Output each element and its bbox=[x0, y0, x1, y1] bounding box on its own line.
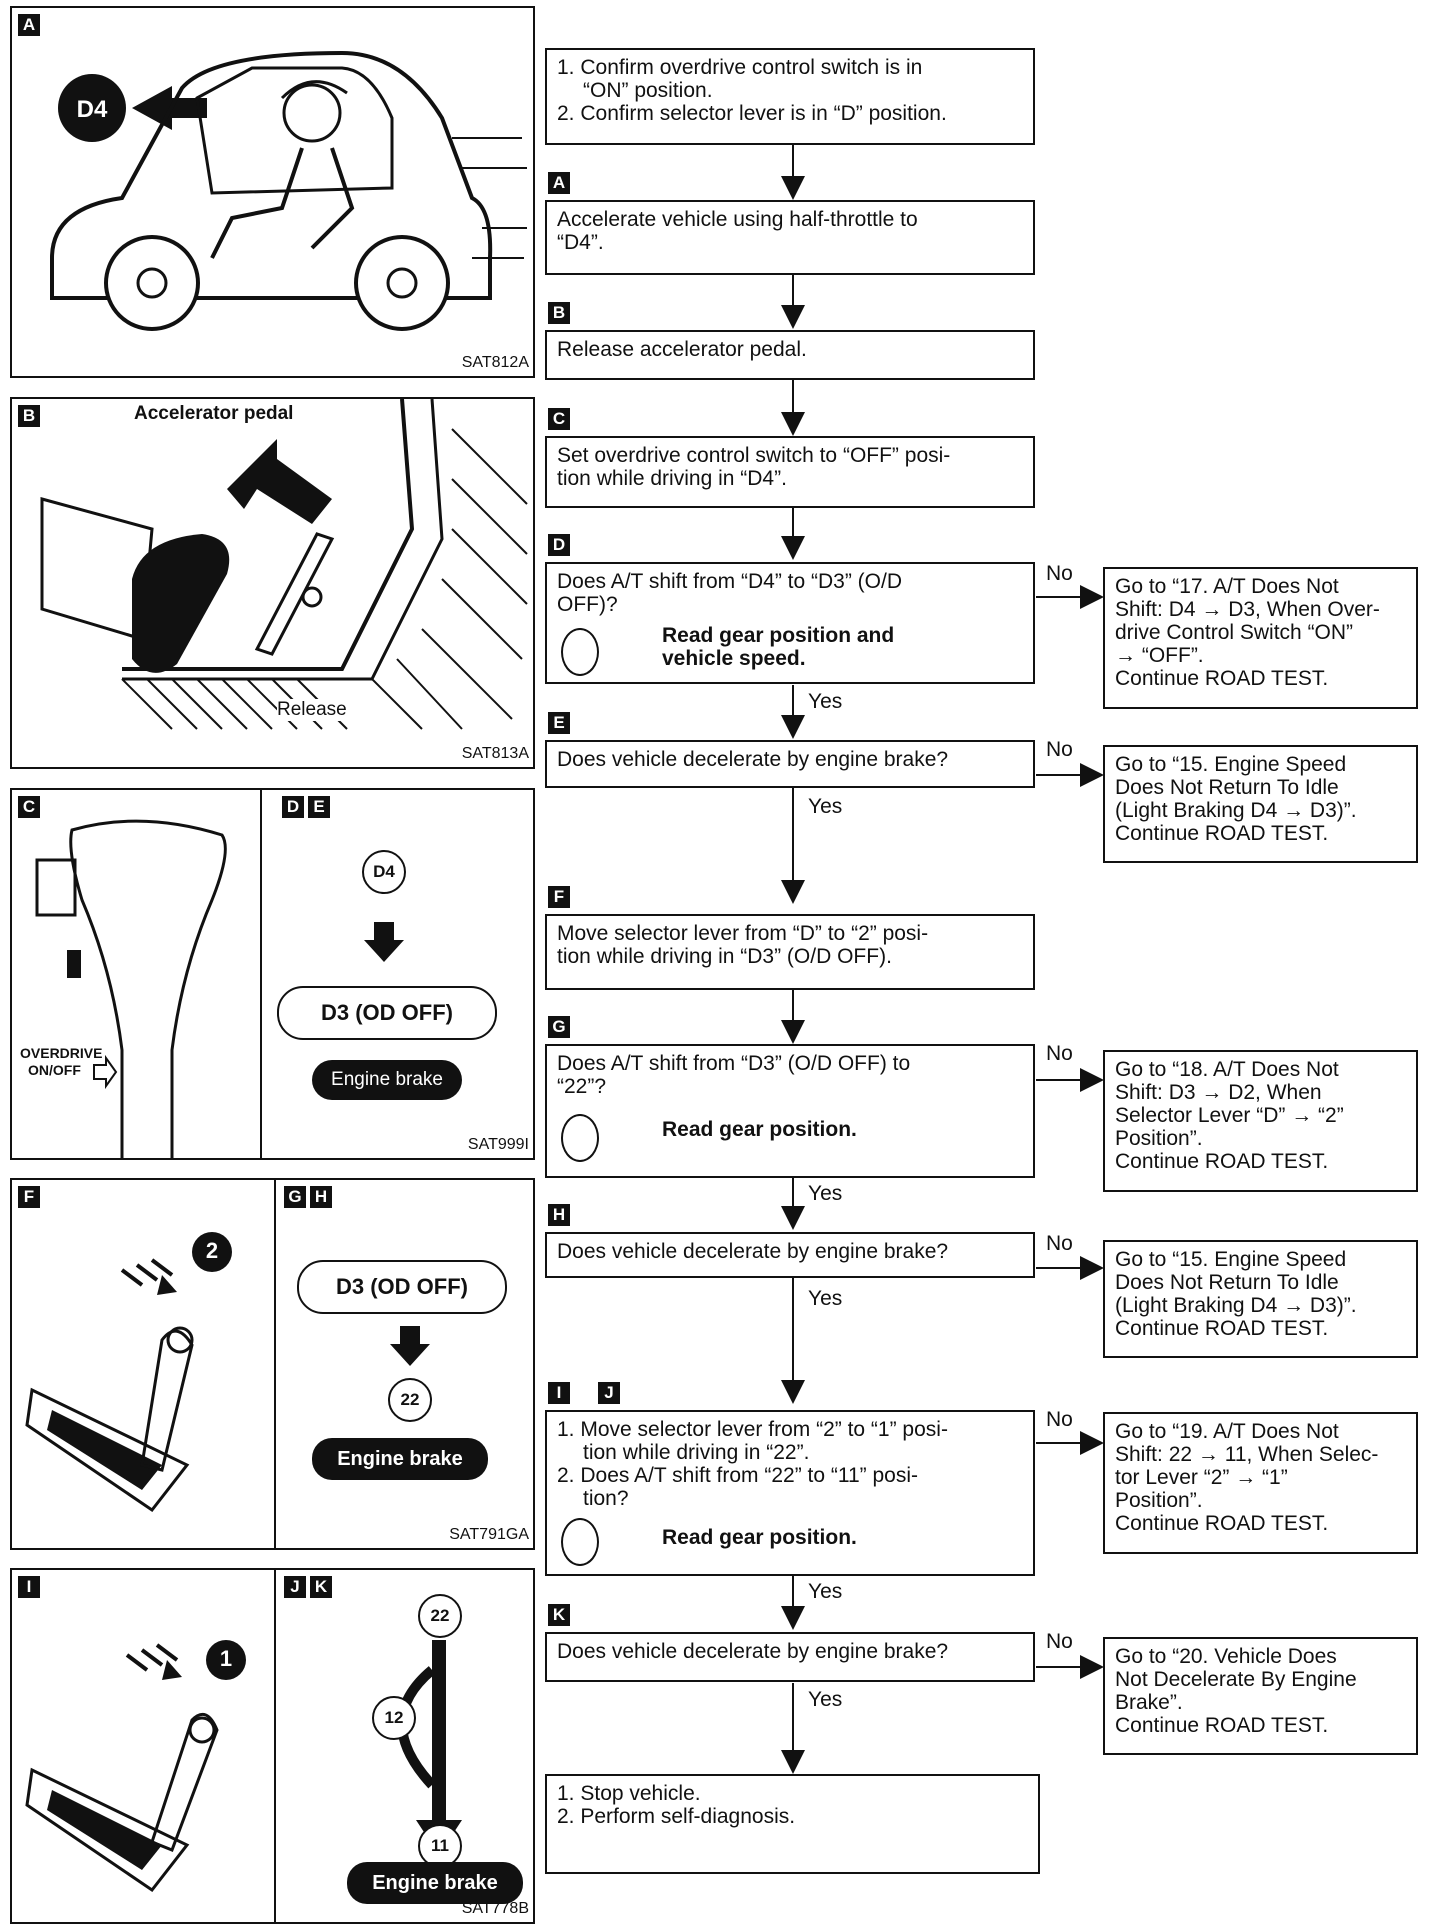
divider bbox=[274, 1570, 276, 1924]
figure-code: SAT778B bbox=[461, 1900, 529, 1917]
gear-12-circle: 12 bbox=[372, 1696, 416, 1740]
step-k-box: Does vehicle decelerate by engine brake? bbox=[545, 1632, 1035, 1682]
consult-icon bbox=[561, 628, 599, 676]
step-tag: G bbox=[548, 1016, 570, 1038]
engine-brake-badge: Engine brake bbox=[312, 1060, 462, 1100]
no-label: No bbox=[1046, 738, 1073, 761]
step-tag: B bbox=[548, 302, 570, 324]
figure-a-panel: A D4 SAT812A bbox=[10, 6, 535, 378]
figure-tag: B bbox=[18, 405, 40, 427]
car-driver-illustration bbox=[50, 50, 527, 331]
position-2-label: 2 bbox=[205, 1238, 219, 1263]
position-1-label: 1 bbox=[219, 1646, 233, 1671]
yes-label: Yes bbox=[808, 1287, 843, 1310]
gear-d4-label: D4 bbox=[76, 96, 108, 123]
pedal-illustration bbox=[40, 399, 528, 730]
gear-d3-od-off-pill: D3 (OD OFF) bbox=[277, 986, 497, 1040]
engine-brake-badge: Engine brake bbox=[312, 1438, 488, 1480]
release-label: Release bbox=[277, 699, 347, 721]
step-e-box: Does vehicle decelerate by engine brake? bbox=[545, 740, 1035, 788]
step-tag: D bbox=[548, 534, 570, 556]
gear-22-circle: 22 bbox=[388, 1378, 432, 1422]
divider bbox=[274, 1180, 276, 1550]
figure-b-panel: B Accelerator pedal Release SAT813A bbox=[10, 397, 535, 769]
no-label: No bbox=[1046, 1630, 1073, 1653]
step-h-box: Does vehicle decelerate by engine brake? bbox=[545, 1232, 1035, 1278]
down-arrow-icon bbox=[364, 922, 404, 962]
no-k-box: Go to “20. Vehicle Does Not Decelerate B… bbox=[1103, 1637, 1418, 1755]
engine-brake-badge: Engine brake bbox=[347, 1862, 523, 1904]
no-d-box: Go to “17. A/T Does Not Shift: D4 → D3, … bbox=[1103, 567, 1418, 709]
figure-tag: A bbox=[18, 14, 40, 36]
shifter-illustration bbox=[25, 1640, 246, 1893]
step-tag: J bbox=[598, 1382, 620, 1404]
accelerator-pedal-label: Accelerator pedal bbox=[134, 403, 294, 424]
end-box: 1. Stop vehicle. 2. Perform self-diagnos… bbox=[545, 1774, 1040, 1874]
step-tag: A bbox=[548, 172, 570, 194]
start-box: 1. Confirm overdrive control switch is i… bbox=[545, 48, 1035, 145]
selector-lever-illustration bbox=[35, 819, 227, 1160]
step-a-box: Accelerate vehicle using half-throttle t… bbox=[545, 200, 1035, 275]
overdrive-label: OVERDRIVE ON/OFF bbox=[20, 1045, 103, 1078]
figure-tag: K bbox=[310, 1576, 332, 1598]
figure-tag: F bbox=[18, 1186, 40, 1208]
step-tag: F bbox=[548, 886, 570, 908]
step-tag: I bbox=[548, 1382, 570, 1404]
gear-d3-od-off-pill: D3 (OD OFF) bbox=[297, 1260, 507, 1314]
figure-tag: I bbox=[18, 1576, 40, 1598]
step-tag: C bbox=[548, 408, 570, 430]
shifter-illustration bbox=[25, 1232, 232, 1513]
yes-label: Yes bbox=[808, 1580, 843, 1603]
figure-f-panel: F G H 2 D3 (OD OFF) 22 Engine brake SAT7… bbox=[10, 1178, 535, 1550]
no-g-box: Go to “18. A/T Does Not Shift: D3 → D2, … bbox=[1103, 1050, 1418, 1192]
gear-22-circle: 22 bbox=[418, 1594, 462, 1638]
no-h-box: Go to “15. Engine Speed Does Not Return … bbox=[1103, 1240, 1418, 1358]
yes-label: Yes bbox=[808, 1182, 843, 1205]
down-arrow-icon bbox=[390, 1326, 430, 1366]
figure-code: SAT791GA bbox=[449, 1526, 529, 1543]
figure-tag: E bbox=[308, 796, 330, 818]
step-f-box: Move selector lever from “D” to “2” posi… bbox=[545, 914, 1035, 990]
no-label: No bbox=[1046, 562, 1073, 585]
figure-code: SAT999I bbox=[467, 1136, 529, 1153]
no-label: No bbox=[1046, 1232, 1073, 1255]
step-i-box: 1. Move selector lever from “2” to “1” p… bbox=[545, 1410, 1035, 1576]
divider bbox=[260, 790, 262, 1160]
yes-label: Yes bbox=[808, 795, 843, 818]
yes-label: Yes bbox=[808, 1688, 843, 1711]
figure-tag: H bbox=[310, 1186, 332, 1208]
figure-code: SAT812A bbox=[461, 354, 529, 371]
step-c-box: Set overdrive control switch to “OFF” po… bbox=[545, 436, 1035, 508]
figure-tag: C bbox=[18, 796, 40, 818]
consult-icon bbox=[561, 1518, 599, 1566]
step-tag: E bbox=[548, 712, 570, 734]
figure-tag: J bbox=[284, 1576, 306, 1598]
figure-tag: G bbox=[284, 1186, 306, 1208]
no-e-box: Go to “15. Engine Speed Does Not Return … bbox=[1103, 745, 1418, 863]
step-tag: H bbox=[548, 1204, 570, 1226]
no-label: No bbox=[1046, 1408, 1073, 1431]
consult-icon bbox=[561, 1114, 599, 1162]
no-label: No bbox=[1046, 1042, 1073, 1065]
figure-tag: D bbox=[282, 796, 304, 818]
step-g-box: Does A/T shift from “D3” (O/D OFF) to “2… bbox=[545, 1044, 1035, 1178]
step-tag: K bbox=[548, 1604, 570, 1626]
no-i-box: Go to “19. A/T Does Not Shift: 22 → 11, … bbox=[1103, 1412, 1418, 1554]
figure-code: SAT813A bbox=[461, 745, 529, 762]
figure-c-panel: C D E OVERDRIVE ON/OFF D4 D3 (OD OFF) En… bbox=[10, 788, 535, 1160]
step-d-box: Does A/T shift from “D4” to “D3” (O/D OF… bbox=[545, 562, 1035, 684]
yes-label: Yes bbox=[808, 690, 843, 713]
figure-i-panel: I J K 1 22 12 11 Engine brake SAT778B bbox=[10, 1568, 535, 1924]
gear-11-circle: 11 bbox=[418, 1824, 462, 1868]
gear-d4-circle: D4 bbox=[362, 850, 406, 894]
step-b-box: Release accelerator pedal. bbox=[545, 330, 1035, 380]
